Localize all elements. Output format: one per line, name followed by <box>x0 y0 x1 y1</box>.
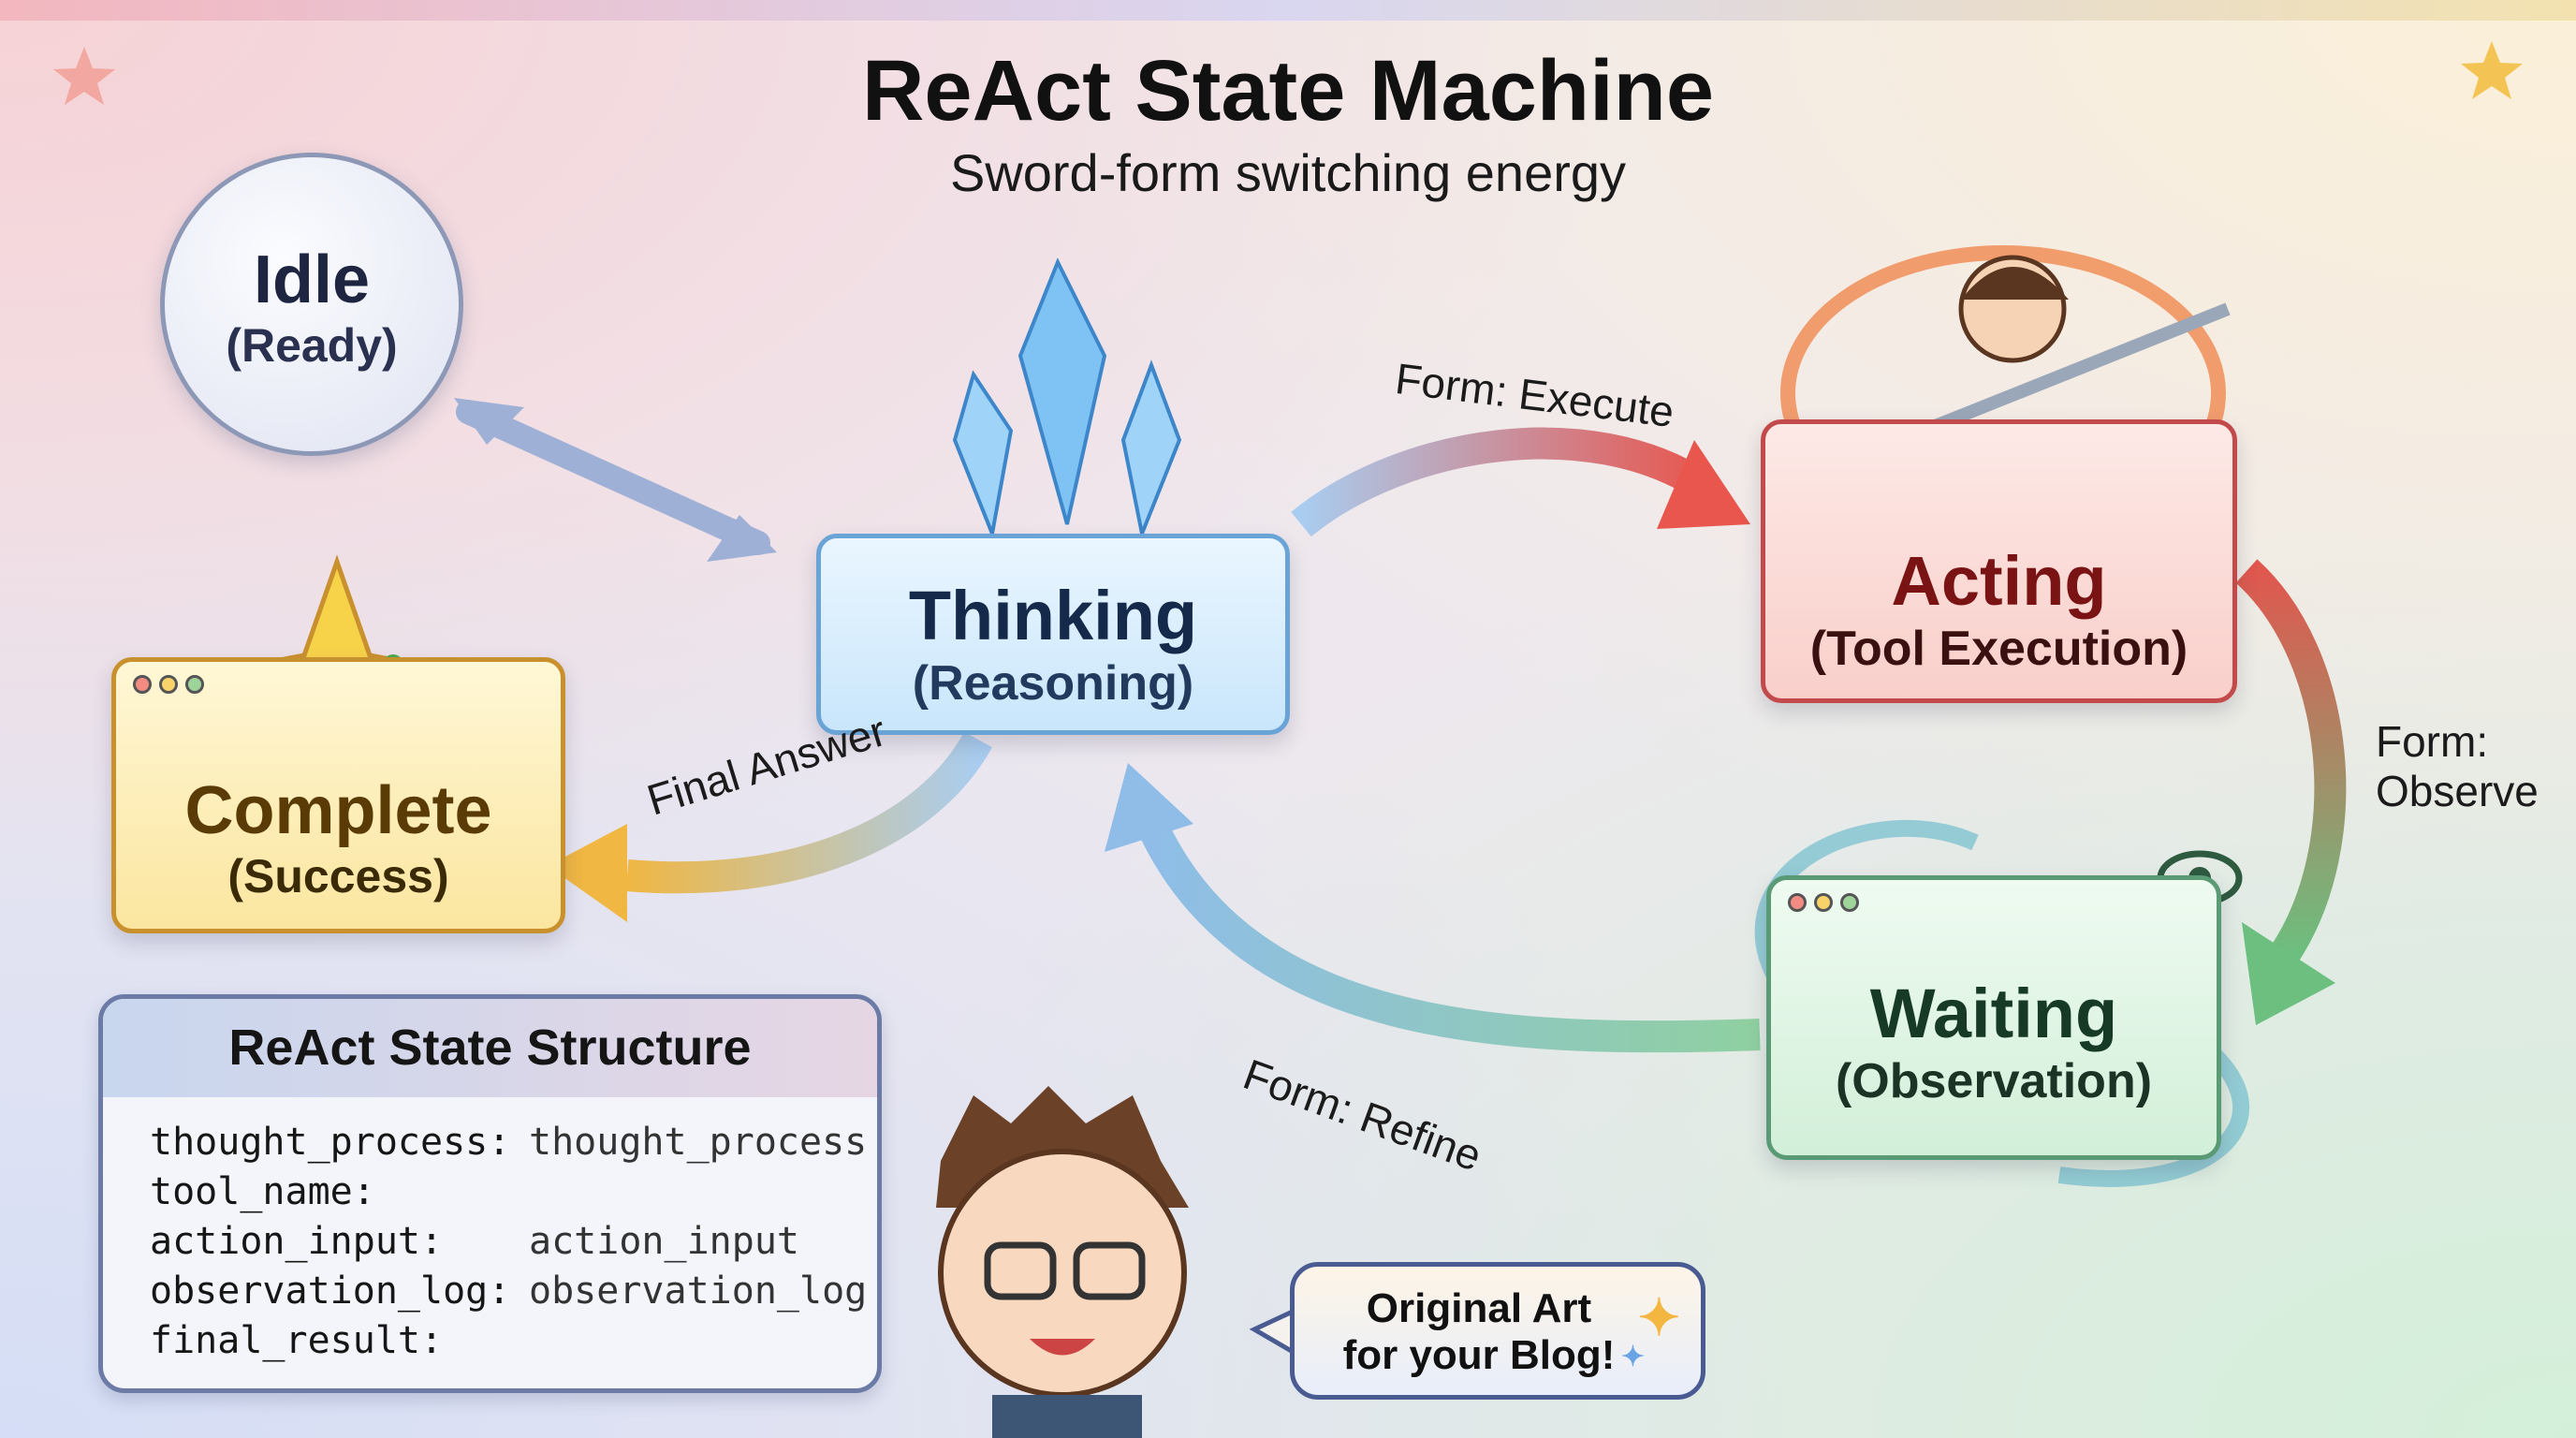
state-complete[interactable]: Complete (Success) <box>111 657 565 933</box>
water-swirl-icon <box>1754 819 1979 988</box>
speech-bubble: Original Art for your Blog! ✦ ✦ <box>1290 1262 1705 1400</box>
state-idle[interactable]: Idle (Ready) <box>160 153 463 456</box>
bubble-line-2: for your Blog! <box>1342 1332 1616 1378</box>
arrowhead-icon <box>548 824 627 922</box>
state-sub: (Reasoning) <box>912 656 1194 711</box>
crystal-icon <box>952 257 1182 541</box>
state-name: Waiting <box>1869 975 2118 1052</box>
arrowhead-icon <box>2242 922 2335 1025</box>
field-key: thought_process: <box>150 1121 511 1164</box>
state-sub: (Observation) <box>1835 1054 2153 1108</box>
state-waiting[interactable]: Waiting (Observation) <box>1766 875 2221 1160</box>
arrow-refine <box>1136 816 1761 1053</box>
arrow-final <box>625 731 992 894</box>
window-dots-icon <box>133 675 204 694</box>
field-key: tool_name: <box>150 1170 375 1213</box>
state-sub: (Success) <box>227 850 449 902</box>
arrow-observe <box>2235 559 2347 964</box>
arrow-execute <box>1291 427 1713 537</box>
state-name: Complete <box>184 773 492 848</box>
field-row: thought_process: thought_process <box>150 1118 877 1167</box>
field-value: observation_log <box>529 1269 868 1313</box>
state-thinking[interactable]: Thinking (Reasoning) <box>816 534 1290 735</box>
state-name: Thinking <box>908 577 1198 654</box>
star-icon <box>53 47 115 105</box>
avatar <box>936 1086 1189 1438</box>
state-name: Acting <box>1891 542 2107 620</box>
top-gradient-bar <box>0 0 2576 21</box>
page-subtitle: Sword-form switching energy <box>949 143 1627 202</box>
arrowhead-icon <box>707 515 777 562</box>
field-key: final_result: <box>150 1319 444 1362</box>
sparkle-icon: ✦ <box>1637 1290 1680 1346</box>
label-observe-2: Observe <box>2376 767 2539 815</box>
arrow-idle-thinking <box>456 400 770 555</box>
field-value: action_input <box>529 1220 799 1263</box>
state-acting[interactable]: Acting (Tool Execution) <box>1761 419 2237 703</box>
field-key: observation_log: <box>150 1269 511 1313</box>
field-row: action_input: action_input <box>150 1217 877 1267</box>
state-sub: (Ready) <box>226 319 398 372</box>
window-dots-icon <box>1788 893 1859 912</box>
sparkle-icon: ✦ <box>1620 1342 1645 1372</box>
field-key: action_input: <box>150 1220 444 1263</box>
label-observe-1: Form: <box>2376 717 2489 766</box>
state-structure-panel: ReAct State Structure thought_process:th… <box>98 994 882 1393</box>
state-name: Idle <box>253 242 371 317</box>
field-row: tool_name: <box>150 1167 877 1217</box>
field-row: observation_log: observation_log <box>150 1267 877 1316</box>
panel-title: ReAct State Structure <box>103 999 877 1097</box>
page-title: ReAct State Machine <box>861 43 1715 139</box>
field-value: thought_process <box>529 1121 868 1164</box>
star-icon <box>2461 41 2523 99</box>
arrowhead-icon <box>454 398 524 445</box>
bubble-line-1: Original Art <box>1366 1285 1592 1331</box>
bubble-tail <box>1249 1307 1297 1357</box>
state-sub: (Tool Execution) <box>1809 622 2188 676</box>
arrowhead-icon <box>1657 440 1750 529</box>
field-row: final_result: <box>150 1316 877 1366</box>
arrowhead-icon <box>1105 763 1193 852</box>
